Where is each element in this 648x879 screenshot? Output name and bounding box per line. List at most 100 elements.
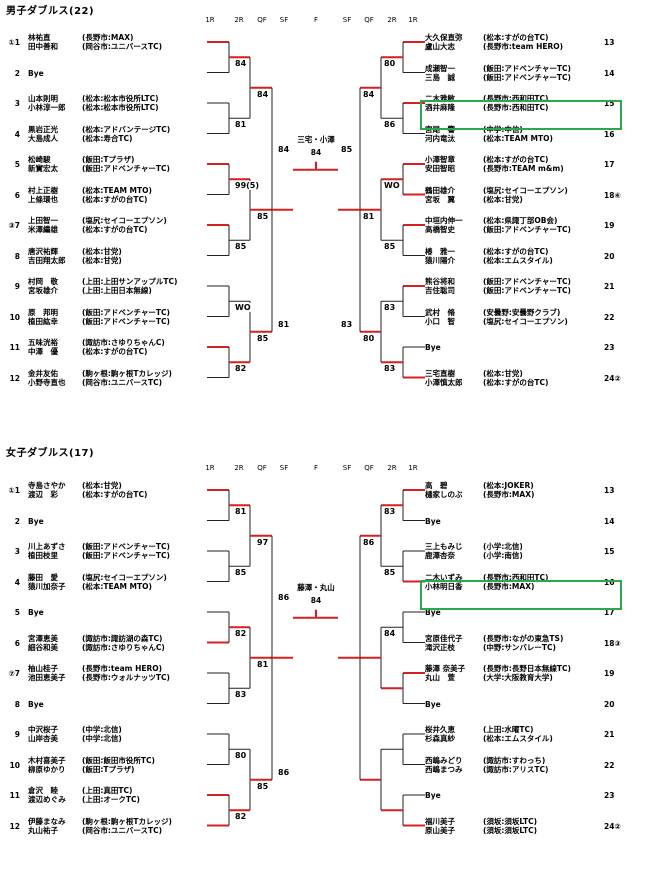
round-header: 1R — [205, 16, 215, 24]
match-score: 86 — [277, 767, 291, 777]
player-club: (中野:サンバレーTC) — [483, 642, 556, 652]
player-club: (小学:北信) — [483, 542, 523, 551]
player-club: (駒ヶ根:駒ヶ根Tカレッジ) — [82, 816, 172, 826]
player-club: (塩尻:セイコーエプソン) — [82, 216, 167, 225]
seed-number: 12 — [9, 373, 20, 383]
player-name: 柚山桂子 — [28, 664, 58, 673]
player-club: (松本:TEAM MTO) — [82, 581, 152, 591]
player-name: 西嶋まつみ — [425, 764, 463, 774]
player-club: (駒ヶ根:駒ヶ根Tカレッジ) — [82, 368, 172, 378]
player-club: (飯田:アドベンチャーTC) — [483, 72, 571, 82]
seed-number: 13 — [604, 486, 615, 495]
player-club: (松本:すがの台TC) — [82, 225, 148, 234]
player-name: 木村喜美子 — [28, 755, 66, 765]
seed-number: 3 — [14, 547, 20, 556]
player-name: 上條環也 — [28, 194, 58, 204]
player-name: Bye — [28, 516, 44, 526]
round-header: SF — [342, 464, 352, 472]
match-score: 83 — [383, 364, 397, 374]
match-score: 85 — [256, 211, 270, 221]
player-club: (松本:JOKER) — [483, 481, 534, 490]
seed-number: 22 — [604, 312, 615, 322]
player-club: (大学:大阪教育大学) — [483, 673, 553, 682]
player-name: 上田智一 — [28, 216, 58, 225]
match-score: 85 — [256, 333, 270, 343]
player-name: 小澤慎太郎 — [425, 377, 463, 387]
player-name: 金井友佑 — [28, 368, 58, 378]
player-club: (諏訪市:さゆりちゃんC) — [82, 338, 165, 347]
match-score: WO — [234, 303, 252, 313]
seed-number: 23 — [604, 791, 615, 800]
player-name: 宮坂 翼 — [425, 194, 455, 204]
seed-number: 2 — [14, 68, 20, 78]
player-name: 米澤繼雄 — [28, 225, 58, 234]
player-name: 安田智昭 — [425, 164, 455, 173]
player-club: (長野市:MAX) — [82, 33, 134, 42]
player-name: 高橋智史 — [425, 225, 455, 234]
seed-number: ⑦7 — [8, 669, 20, 678]
player-name: Bye — [425, 608, 441, 617]
round-header: 1R — [408, 16, 418, 24]
player-name: 渡辺 彩 — [28, 490, 58, 499]
seed-number: 17 — [604, 160, 615, 169]
seed-number: 21 — [604, 282, 615, 291]
player-name: 二木雅敏 — [425, 94, 455, 103]
player-name: 寺島さやか — [28, 481, 66, 490]
match-score: 80 — [234, 751, 248, 761]
player-club: (松本:すがの台TC) — [483, 33, 549, 42]
match-score: 83 — [383, 303, 397, 313]
player-club: (松本:すがの台TC) — [82, 194, 148, 204]
player-name: 猿川陽介 — [425, 255, 455, 265]
match-score: 85 — [256, 781, 270, 791]
player-club: (松本:すがの台TC) — [483, 246, 549, 256]
player-name: 吉田翔太郎 — [28, 255, 66, 265]
seed-number: 20 — [604, 251, 615, 261]
seed-number: 16 — [604, 129, 615, 139]
round-header: QF — [364, 16, 374, 24]
player-name: 鶴田雄介 — [425, 185, 455, 195]
seed-number: 20 — [604, 699, 615, 709]
player-name: 川上あずさ — [28, 542, 66, 551]
player-name: 植田紘幸 — [28, 316, 58, 326]
player-club: (岡谷市:ユニバースTC) — [82, 825, 163, 835]
player-name: 村岡 敬 — [28, 277, 58, 286]
player-name: 柳原ゆかり — [28, 764, 66, 774]
match-score: 97 — [256, 537, 270, 547]
player-club: (上田:水曜TC) — [483, 725, 534, 734]
seed-number: 22 — [604, 760, 615, 770]
match-score: 84 — [362, 89, 376, 99]
match-score: WO — [383, 181, 401, 191]
seed-number: 19 — [604, 221, 615, 230]
player-name: Bye — [28, 68, 44, 78]
player-name: 宮原佳代子 — [425, 633, 463, 643]
round-header: 2R — [387, 16, 397, 24]
match-score: 86 — [277, 592, 291, 602]
seed-number: 19 — [604, 669, 615, 678]
player-name: 西嶋みどり — [425, 755, 463, 765]
player-name: 宮坂雄介 — [28, 286, 58, 295]
match-score: 83 — [234, 690, 248, 700]
player-club: (長野市:team HERO) — [483, 42, 564, 51]
player-name: 熊谷将和 — [425, 277, 455, 286]
seed-number: 16 — [604, 577, 615, 587]
round-header-final: F — [313, 464, 319, 472]
round-header: 1R — [408, 464, 418, 472]
player-club: (上田:上田日本無線) — [82, 286, 152, 295]
section-title: 男子ダブルス(22) — [6, 6, 95, 17]
player-club: (松本:TEAM MTO) — [82, 185, 152, 195]
player-club: (諏訪市:すわっち) — [483, 755, 546, 765]
player-name: 小林明日香 — [425, 581, 463, 591]
player-club: (松本:すがの台TC) — [483, 377, 549, 387]
player-club: (長野市:西和田TC) — [483, 572, 549, 582]
seed-number: 14 — [604, 68, 615, 78]
player-name: 小林淳一郎 — [28, 103, 66, 112]
seed-number: 6 — [14, 190, 20, 200]
player-name: 中沢桜子 — [28, 725, 58, 734]
round-header: SF — [342, 16, 352, 24]
seed-number: 10 — [9, 312, 20, 322]
player-name: 山岸杏美 — [28, 734, 58, 743]
player-club: (飯田:アドベンチャーTC) — [483, 277, 571, 286]
match-score: 85 — [383, 242, 397, 252]
player-club: (長野市:TEAM m&m) — [483, 164, 564, 173]
player-name: 田中善和 — [28, 42, 58, 51]
